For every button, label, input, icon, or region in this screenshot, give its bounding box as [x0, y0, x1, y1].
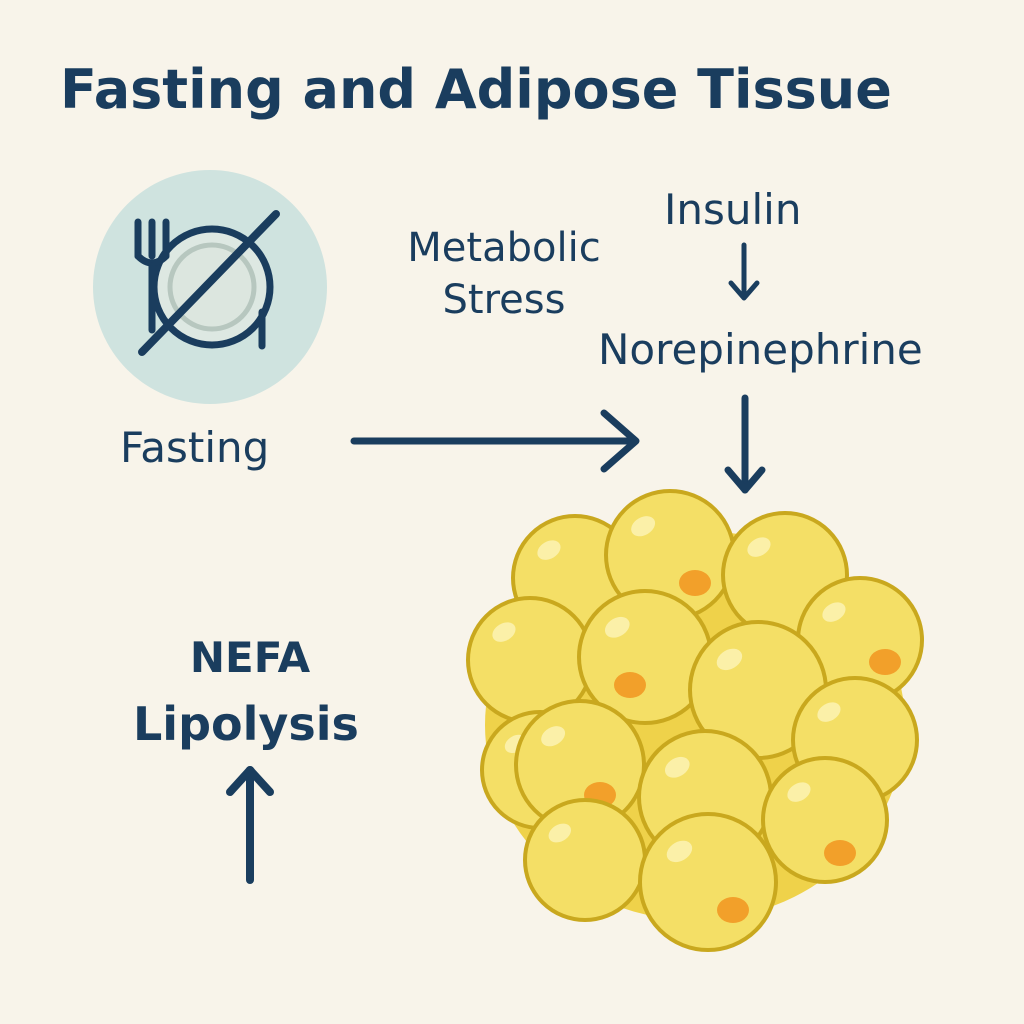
cell-nucleus [614, 672, 646, 698]
fat-cell [761, 756, 889, 884]
fat-cell [638, 812, 778, 952]
insulin-label: Insulin [664, 185, 802, 234]
norepinephrine-label: Norepinephrine [598, 325, 923, 374]
lipolysis-label: Lipolysis [133, 697, 359, 751]
nefa-label: NEFA [189, 633, 311, 682]
adipocyte-cluster-icon [466, 489, 924, 952]
fat-cell [796, 576, 924, 704]
norepinephrine-arrow [724, 394, 766, 494]
page-title: Fasting and Adipose Tissue [60, 58, 892, 121]
cell-nucleus [717, 897, 749, 923]
cell-nucleus [869, 649, 901, 675]
fat-cell [577, 589, 713, 725]
fat-cell [514, 699, 646, 831]
insulin-arrow [728, 242, 760, 301]
cell-nucleus [824, 840, 856, 866]
cell-nucleus [679, 570, 711, 596]
fasting-label: Fasting [120, 423, 270, 472]
fat-cell [523, 798, 647, 922]
fasting-arrow [350, 409, 640, 473]
metabolic-stress-label: Metabolic Stress [407, 225, 601, 323]
no-eating-icon [93, 170, 327, 404]
lipolysis-arrow [226, 766, 274, 884]
